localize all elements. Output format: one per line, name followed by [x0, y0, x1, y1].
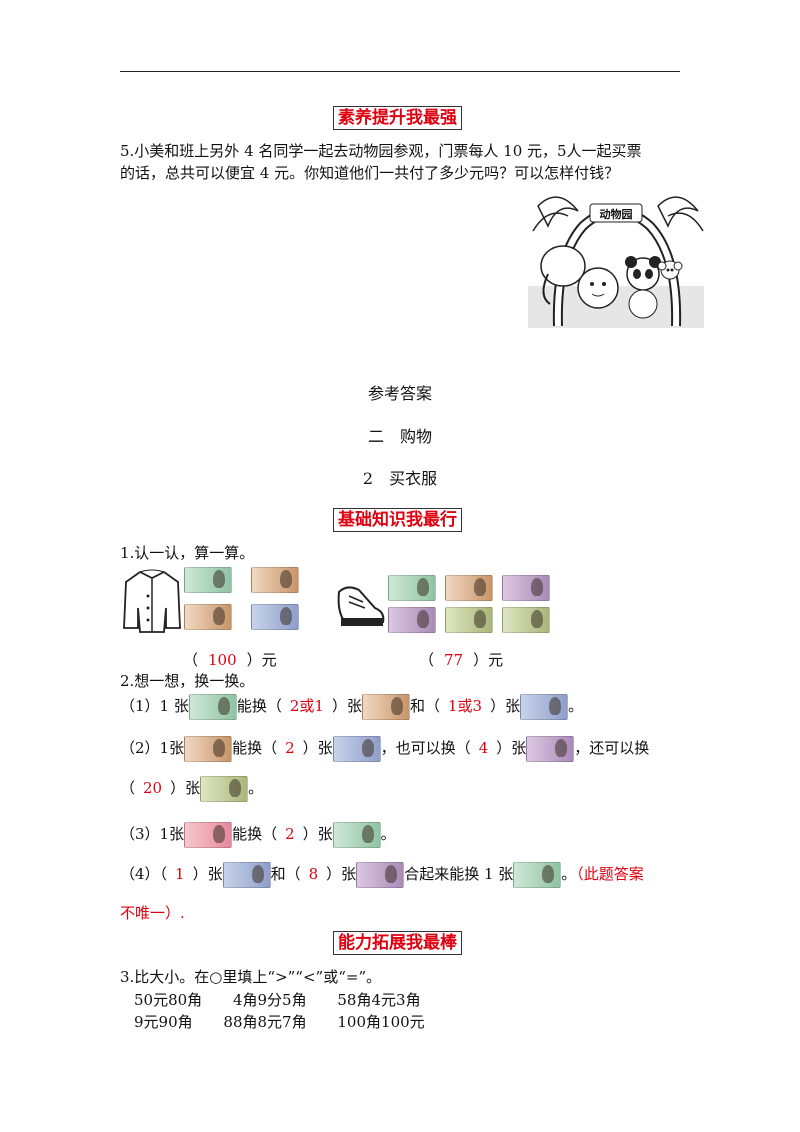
- ten-yuan-note-icon: [250, 604, 299, 630]
- text: ）张: [490, 697, 521, 715]
- section-title-extension: 能力拓展我最棒: [333, 931, 462, 955]
- twenty-yuan-note-icon: [444, 575, 493, 601]
- coat-answer-value: 100: [208, 651, 237, 669]
- coat-money-group-2: [184, 604, 299, 630]
- note: （此题答案: [576, 865, 644, 883]
- text: ）张: [496, 739, 527, 757]
- question-2-part-2b: （ 20 ）张 。: [120, 776, 263, 802]
- fifty-yuan-note-icon: [188, 694, 237, 720]
- shoes-answer-value: 77: [444, 651, 464, 669]
- section-title-literacy: 素养提升我最强: [333, 106, 462, 130]
- zoo-sign-text: 动物园: [600, 207, 633, 221]
- ten-yuan-note-icon: [520, 694, 569, 720]
- five-yuan-note-icon: [356, 862, 405, 888]
- fifty-yuan-note-icon: [184, 567, 232, 593]
- ten-yuan-note-icon: [332, 736, 381, 762]
- compare-item: 9元90角: [134, 1013, 193, 1031]
- twenty-yuan-note-icon: [250, 567, 299, 593]
- text: （3）1张: [120, 825, 185, 843]
- text: 。: [248, 779, 264, 797]
- twenty-yuan-note-icon: [184, 736, 233, 762]
- text: 和（: [409, 697, 440, 715]
- five-yuan-note-icon: [526, 736, 575, 762]
- question-1-label: 1.认一认，算一算。: [120, 544, 255, 562]
- question-3-label: 3.比大小。在○里填上“>”“<”或“=”。: [120, 968, 382, 986]
- text: （2）1张: [120, 739, 185, 757]
- text: 合起来能换 1 张: [404, 865, 514, 883]
- answer: 1或3: [448, 697, 483, 715]
- question-5-line-1: 5.小美和班上另外 4 名同学一起去动物园参观，门票每人 10 元，5人一起买票: [120, 142, 642, 160]
- fifty-yuan-note-icon: [388, 575, 436, 601]
- compare-item: 58角4元3角: [337, 991, 421, 1009]
- question-2-part-4: （4）（ 1 ）张 和（ 8 ）张 合起来能换 1 张 。（此题答案: [120, 862, 644, 888]
- text: ）张: [331, 697, 362, 715]
- paren-open: （: [183, 651, 199, 669]
- shoes-answer-line: （ 77 ）元: [419, 649, 503, 671]
- question-2-part-3: （3）1张 能换（ 2 ）张 。: [120, 822, 396, 848]
- paren-close-unit: ）元: [246, 651, 277, 669]
- compare-row-1: 50元80角 4角9分5角 58角4元3角: [134, 989, 421, 1011]
- answers-heading: 参考答案: [367, 384, 432, 403]
- text: 。: [380, 825, 396, 843]
- one-yuan-note-icon: [501, 607, 550, 633]
- text: ）张: [326, 865, 357, 883]
- jacket-icon: [123, 569, 181, 633]
- paren-close-unit: ）元: [473, 651, 504, 669]
- answer: 2: [285, 825, 295, 843]
- text: 能换（: [236, 697, 282, 715]
- unit-title: 二 购物: [367, 427, 432, 446]
- fifty-yuan-note-icon: [513, 862, 562, 888]
- question-2-label: 2.想一想，换一换。: [120, 672, 255, 690]
- answer: 2或1: [289, 697, 324, 715]
- section-title-basics: 基础知识我最行: [333, 508, 462, 532]
- coat-answer-line: （ 100 ）元: [183, 649, 277, 671]
- text: ）张: [302, 739, 333, 757]
- coat-money-group: [184, 567, 299, 593]
- text: ，还可以换: [574, 739, 650, 757]
- answer: 8: [308, 865, 319, 883]
- compare-item: 100角100元: [337, 1013, 425, 1031]
- question-2-note-end: 不唯一）.: [120, 904, 185, 922]
- answer: 20: [143, 779, 163, 797]
- paren-open: （: [419, 651, 435, 669]
- question-5-line-2: 的话，总共可以便宜 4 元。你知道他们一共付了多少元吗？可以怎样付钱？: [120, 164, 620, 182]
- compare-item: 4角9分5角: [232, 991, 307, 1009]
- text: 。: [561, 865, 577, 883]
- one-yuan-note-icon: [444, 607, 493, 633]
- twenty-yuan-note-icon: [184, 604, 232, 630]
- text: （1）1 张: [120, 697, 189, 715]
- one-yuan-note-icon: [200, 776, 249, 802]
- sneakers-icon: [337, 586, 385, 626]
- question-2-part-1: （1）1 张 能换（ 2或1 ）张 和（ 1或3 ）张 。: [120, 694, 583, 720]
- fifty-yuan-note-icon: [332, 822, 381, 848]
- compare-row-2: 9元90角 88角8元7角 100角100元: [134, 1011, 425, 1033]
- five-yuan-note-icon: [388, 607, 436, 633]
- text: 。: [568, 697, 584, 715]
- text: （4）（: [120, 865, 168, 883]
- answer: 1: [175, 865, 185, 883]
- answer: 4: [478, 739, 489, 757]
- text: ）张: [302, 825, 333, 843]
- zoo-illustration: 动物园: [528, 196, 704, 328]
- answer: 2: [285, 739, 295, 757]
- ten-yuan-note-icon: [222, 862, 271, 888]
- text: ）张: [192, 865, 223, 883]
- five-yuan-note-icon: [501, 575, 550, 601]
- hundred-yuan-note-icon: [184, 822, 233, 848]
- twenty-yuan-note-icon: [361, 694, 410, 720]
- text: （: [120, 779, 136, 797]
- shoes-money-group: [388, 575, 550, 601]
- compare-item: 88角8元7角: [223, 1013, 307, 1031]
- header-rule: [120, 71, 680, 72]
- text: 和（: [270, 865, 301, 883]
- text: 能换（: [232, 739, 278, 757]
- text: ，也可以换（: [380, 739, 471, 757]
- text: ）张: [170, 779, 201, 797]
- compare-item: 50元80角: [134, 991, 203, 1009]
- question-2-part-2: （2）1张 能换（ 2 ）张 ，也可以换（ 4 ）张 ，还可以换: [120, 736, 649, 762]
- lesson-title: 2 买衣服: [362, 469, 438, 488]
- text: 能换（: [232, 825, 278, 843]
- shoes-money-group-2: [388, 607, 550, 633]
